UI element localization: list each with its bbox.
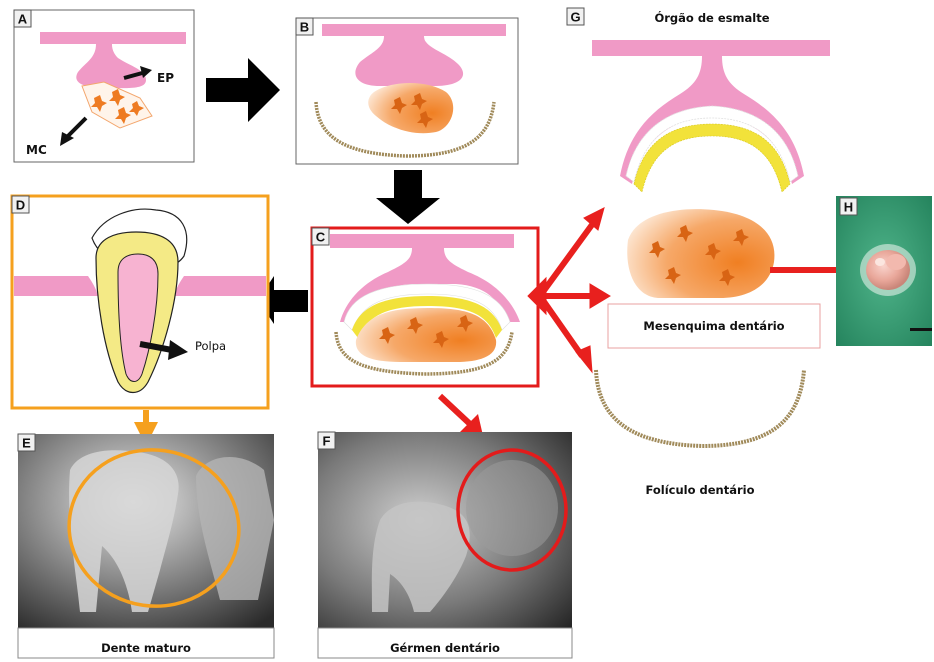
enamel-organ-label: Órgão de esmalte: [654, 10, 769, 25]
mesenchyme-label: Mesenquima dentário: [643, 319, 784, 333]
panel-d: [12, 196, 268, 408]
down-arrow-icon: [376, 170, 440, 224]
panel-e: [18, 434, 274, 628]
oral-epithelium: [40, 32, 186, 44]
right-arrow-icon: [206, 58, 280, 122]
ep-label: EP: [157, 71, 174, 85]
panel-b: [296, 18, 518, 164]
pulp-label: Polpa: [195, 339, 226, 353]
panel-f-letter: F: [323, 434, 331, 449]
red-split-arrows: [528, 208, 610, 372]
red-arrow-icon: [440, 396, 470, 424]
panel-d-letter: D: [16, 198, 25, 213]
panel-c-letter: C: [316, 230, 326, 245]
panel-c: [312, 228, 538, 386]
mc-label: MC: [26, 143, 47, 157]
scale-bar: [910, 328, 932, 331]
panel-f-caption: Gérmen dentário: [390, 641, 500, 655]
panel-a-letter: A: [18, 12, 28, 27]
panel-e-letter: E: [22, 436, 31, 451]
panel-b-letter: B: [300, 20, 309, 35]
panel-g-letter: G: [570, 10, 580, 25]
panel-a: [14, 10, 194, 162]
follicle-label: Folículo dentário: [645, 483, 754, 497]
panel-g: [592, 40, 860, 446]
panel-h: [836, 196, 932, 346]
panel-h-letter: H: [844, 200, 853, 215]
panel-f: [318, 432, 572, 628]
panel-e-caption: Dente maturo: [101, 641, 191, 655]
